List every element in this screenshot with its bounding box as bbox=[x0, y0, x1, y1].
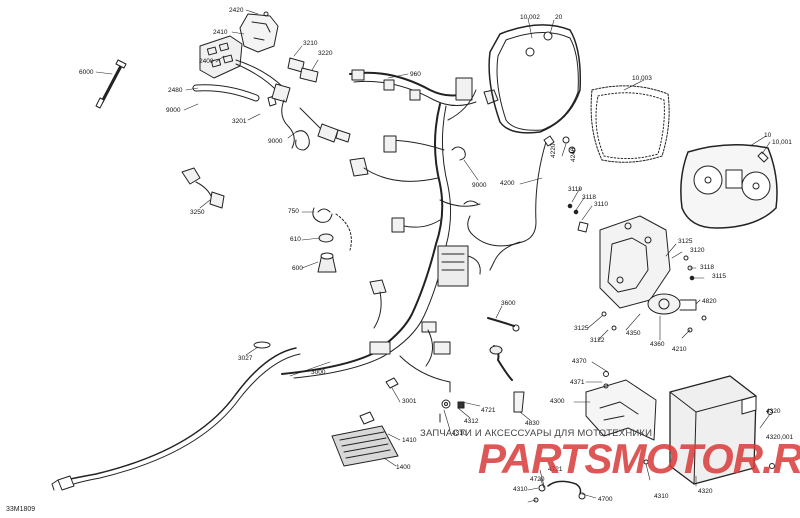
part-label-3001: 3001 bbox=[402, 398, 417, 405]
part-label-3250: 3250 bbox=[190, 209, 205, 216]
part-label-2420: 2420 bbox=[229, 7, 244, 14]
part-label-9000-c: 9000 bbox=[472, 182, 487, 189]
part-label-3027: 3027 bbox=[238, 355, 253, 362]
part-label-3118: 3118 bbox=[582, 194, 596, 201]
part-label-4320-main: 4320 bbox=[698, 488, 713, 495]
bezel-10003 bbox=[590, 85, 670, 163]
part-label-3201: 3201 bbox=[232, 118, 247, 125]
part-label-4210: 4210 bbox=[672, 346, 687, 353]
part-label-10001: 10,001 bbox=[772, 139, 792, 146]
part-label-4360: 4360 bbox=[650, 341, 665, 348]
ignition-parts bbox=[312, 207, 352, 273]
actuator-4350 bbox=[601, 293, 707, 333]
part-label-4720: 4720 bbox=[530, 476, 545, 483]
switch-housing bbox=[199, 11, 285, 95]
part-label-4820: 4820 bbox=[702, 298, 717, 305]
part-label-4371: 4371 bbox=[570, 379, 585, 386]
part-label-3000: 3000 bbox=[311, 369, 326, 376]
leader-lines bbox=[95, 9, 771, 503]
part-label-4220: 4220 bbox=[550, 143, 557, 158]
connector-3250 bbox=[181, 167, 225, 209]
part-label-4700: 4700 bbox=[598, 496, 613, 503]
part-label-3125: 3125 bbox=[678, 238, 693, 245]
part-label-4310-c: 4310 bbox=[654, 493, 669, 500]
part-label-4320001: 4320,001 bbox=[766, 434, 794, 441]
part-label-4310-b: 4310 bbox=[513, 486, 528, 493]
part-label-4312: 4312 bbox=[464, 418, 479, 425]
part-label-9000-b: 9000 bbox=[268, 138, 283, 145]
part-label-2480: 2480 bbox=[168, 87, 183, 94]
part-label-10: 10 bbox=[764, 132, 772, 139]
part-label-3122: 3122 bbox=[590, 337, 605, 344]
part-label-750: 750 bbox=[288, 208, 299, 215]
module-4320 bbox=[669, 375, 775, 485]
part-label-10003: 10,003 bbox=[632, 75, 652, 82]
part-label-4320: 4320 bbox=[766, 408, 781, 415]
main-harness bbox=[281, 69, 499, 393]
clamp-9000 bbox=[451, 146, 479, 205]
part-label-3125-b: 3125 bbox=[574, 325, 589, 332]
part-label-20: 20 bbox=[555, 14, 563, 21]
part-label-600: 600 bbox=[292, 265, 303, 272]
part-label-4370: 4370 bbox=[572, 358, 587, 365]
part-label-1410: 1410 bbox=[402, 437, 417, 444]
harness-branch-3000 bbox=[51, 341, 301, 491]
document-id: 33M1809 bbox=[6, 506, 36, 513]
bracket-4300 bbox=[585, 371, 657, 465]
part-label-4300: 4300 bbox=[550, 398, 565, 405]
part-label-4240: 4240 bbox=[570, 147, 577, 162]
connectors-3210 bbox=[271, 57, 351, 151]
watermark-tagline: ЗАПЧАСТИ И АКСЕССУАРЫ ДЛЯ МОТОТЕХНИКИ bbox=[420, 428, 653, 439]
cable-4700 bbox=[533, 480, 586, 503]
part-label-4350: 4350 bbox=[626, 330, 641, 337]
cable-4200 bbox=[467, 135, 576, 271]
part-label-3118-b: 3118 bbox=[700, 264, 714, 271]
bezel-10002 bbox=[488, 24, 582, 134]
part-label-960: 960 bbox=[410, 71, 421, 78]
part-label-3120: 3120 bbox=[690, 247, 705, 254]
part-label-3115: 3115 bbox=[712, 273, 726, 280]
part-label-4310: 4310 bbox=[452, 430, 467, 437]
part-label-3110: 3110 bbox=[594, 201, 608, 208]
ground-cable-3600 bbox=[487, 317, 525, 413]
regulator-1400 bbox=[331, 411, 399, 467]
part-label-4721: 4721 bbox=[481, 407, 496, 414]
part-label-6000: 6000 bbox=[79, 69, 94, 76]
fasteners bbox=[439, 399, 465, 423]
bolt-6000 bbox=[95, 59, 127, 109]
part-label-4830: 4830 bbox=[525, 420, 540, 427]
watermark-logo: PARTSMOTOR.RU bbox=[478, 435, 800, 482]
part-label-610: 610 bbox=[290, 236, 301, 243]
part-label-3210: 3210 bbox=[303, 40, 318, 47]
part-label-3600: 3600 bbox=[501, 300, 516, 307]
instrument-cluster bbox=[680, 144, 778, 229]
part-label-9000: 9000 bbox=[166, 107, 181, 114]
part-label-4200: 4200 bbox=[500, 180, 515, 187]
part-label-3220: 3220 bbox=[318, 50, 333, 57]
grip-hose bbox=[192, 84, 277, 107]
part-label-10002: 10,002 bbox=[520, 14, 540, 21]
part-label-2400: 2400 bbox=[199, 58, 214, 65]
part-label-3119: 3119 bbox=[568, 186, 582, 193]
bracket-3110 bbox=[567, 203, 695, 309]
part-label-2410: 2410 bbox=[213, 29, 228, 36]
part-label-4721-b: 4721 bbox=[548, 466, 563, 473]
part-label-1400: 1400 bbox=[396, 464, 411, 471]
